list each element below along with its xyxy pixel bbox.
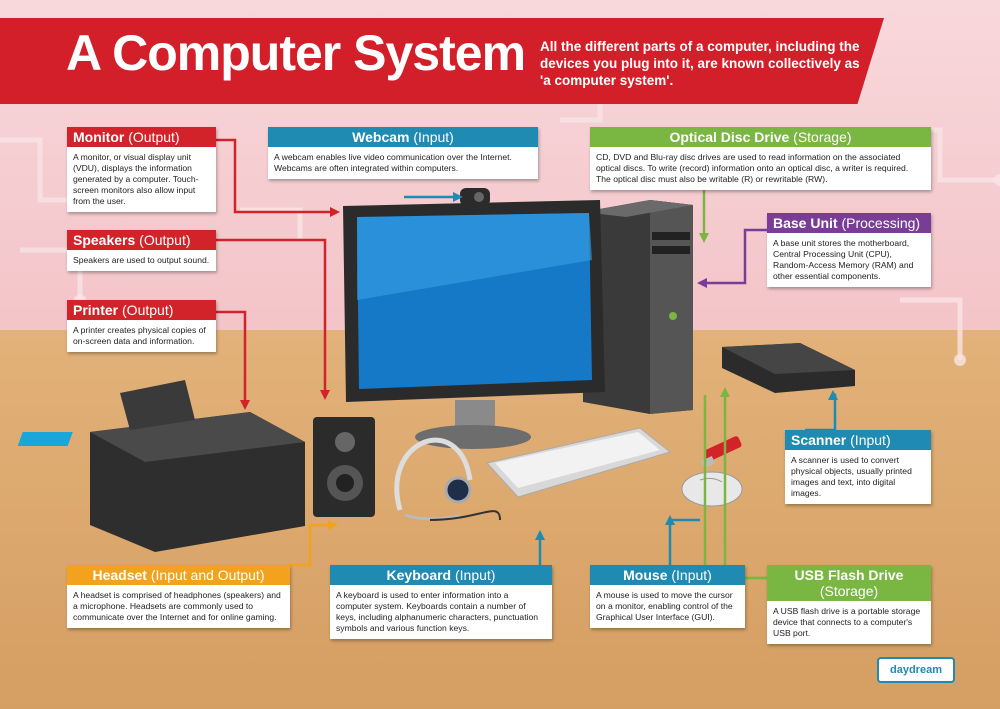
- keyboard-illustration: [486, 427, 672, 498]
- scanner-title: Scanner: [791, 432, 847, 448]
- usb-illustration: [700, 436, 742, 469]
- daydream-logo: daydream: [877, 657, 955, 683]
- printer-type: (Output): [122, 302, 174, 318]
- webcam-box: Webcam (Input) A webcam enables live vid…: [268, 127, 538, 179]
- printer-box: Printer (Output) A printer creates physi…: [67, 300, 216, 352]
- webcam-description: A webcam enables live video communicatio…: [274, 152, 512, 173]
- scanner-illustration: [722, 343, 855, 393]
- keyboard-box: Keyboard (Input) A keyboard is used to e…: [330, 565, 552, 639]
- headset-type: (Input and Output): [150, 567, 265, 583]
- usb-drive-title: USB Flash Drive: [794, 567, 904, 583]
- headset-title: Headset: [92, 567, 147, 583]
- keyboard-type: (Input): [455, 567, 496, 583]
- mouse-type: (Input): [671, 567, 712, 583]
- usb-drive-box: USB Flash Drive(Storage) A USB flash dri…: [767, 565, 931, 644]
- keyboard-title: Keyboard: [386, 567, 452, 583]
- base-unit-box: Base Unit (Processing) A base unit store…: [767, 213, 931, 287]
- speaker-illustration: [313, 417, 375, 517]
- headset-description: A headset is comprised of headphones (sp…: [73, 590, 281, 622]
- webcam-illustration: [460, 188, 490, 206]
- optical-drive-description: CD, DVD and Blu-ray disc drives are used…: [596, 152, 909, 184]
- scanner-type: (Input): [850, 432, 891, 448]
- optical-drive-type: (Storage): [793, 129, 852, 145]
- monitor-description: A monitor, or visual display unit (VDU),…: [73, 152, 199, 206]
- monitor-illustration: [343, 200, 605, 449]
- printer-description: A printer creates physical copies of on-…: [73, 325, 206, 346]
- base-unit-type: (Processing): [841, 215, 921, 231]
- optical-drive-box: Optical Disc Drive (Storage) CD, DVD and…: [590, 127, 931, 190]
- title-banner: [0, 18, 884, 104]
- webcam-type: (Input): [413, 129, 454, 145]
- mouse-illustration: [681, 471, 743, 507]
- base-unit-description: A base unit stores the motherboard, Cent…: [773, 238, 914, 281]
- headset-box: Headset (Input and Output) A headset is …: [67, 565, 290, 628]
- monitor-box: Monitor (Output) A monitor, or visual di…: [67, 127, 216, 212]
- keyboard-description: A keyboard is used to enter information …: [336, 590, 539, 633]
- mouse-description: A mouse is used to move the cursor on a …: [596, 590, 733, 622]
- printer-title: Printer: [73, 302, 119, 318]
- headset-illustration: [394, 437, 501, 521]
- webcam-title: Webcam: [352, 129, 410, 145]
- usb-drive-description: A USB flash drive is a portable storage …: [773, 606, 921, 638]
- base-unit-illustration: [583, 200, 693, 414]
- monitor-title: Monitor: [73, 129, 125, 145]
- scanner-description: A scanner is used to convert physical ob…: [791, 455, 912, 498]
- mouse-title: Mouse: [623, 567, 668, 583]
- monitor-type: (Output): [128, 129, 180, 145]
- page-title: A Computer System: [66, 25, 526, 81]
- speakers-title: Speakers: [73, 232, 136, 248]
- usb-drive-type: (Storage): [819, 583, 879, 599]
- speakers-description: Speakers are used to output sound.: [73, 255, 210, 265]
- scanner-box: Scanner (Input) A scanner is used to con…: [785, 430, 931, 504]
- optical-drive-title: Optical Disc Drive: [669, 129, 790, 145]
- printer-illustration: [17, 380, 305, 552]
- mouse-box: Mouse (Input) A mouse is used to move th…: [590, 565, 745, 628]
- base-unit-title: Base Unit: [773, 215, 838, 231]
- intro-text: All the different parts of a computer, i…: [540, 39, 860, 88]
- speakers-box: Speakers (Output) Speakers are used to o…: [67, 230, 216, 271]
- speakers-type: (Output): [139, 232, 191, 248]
